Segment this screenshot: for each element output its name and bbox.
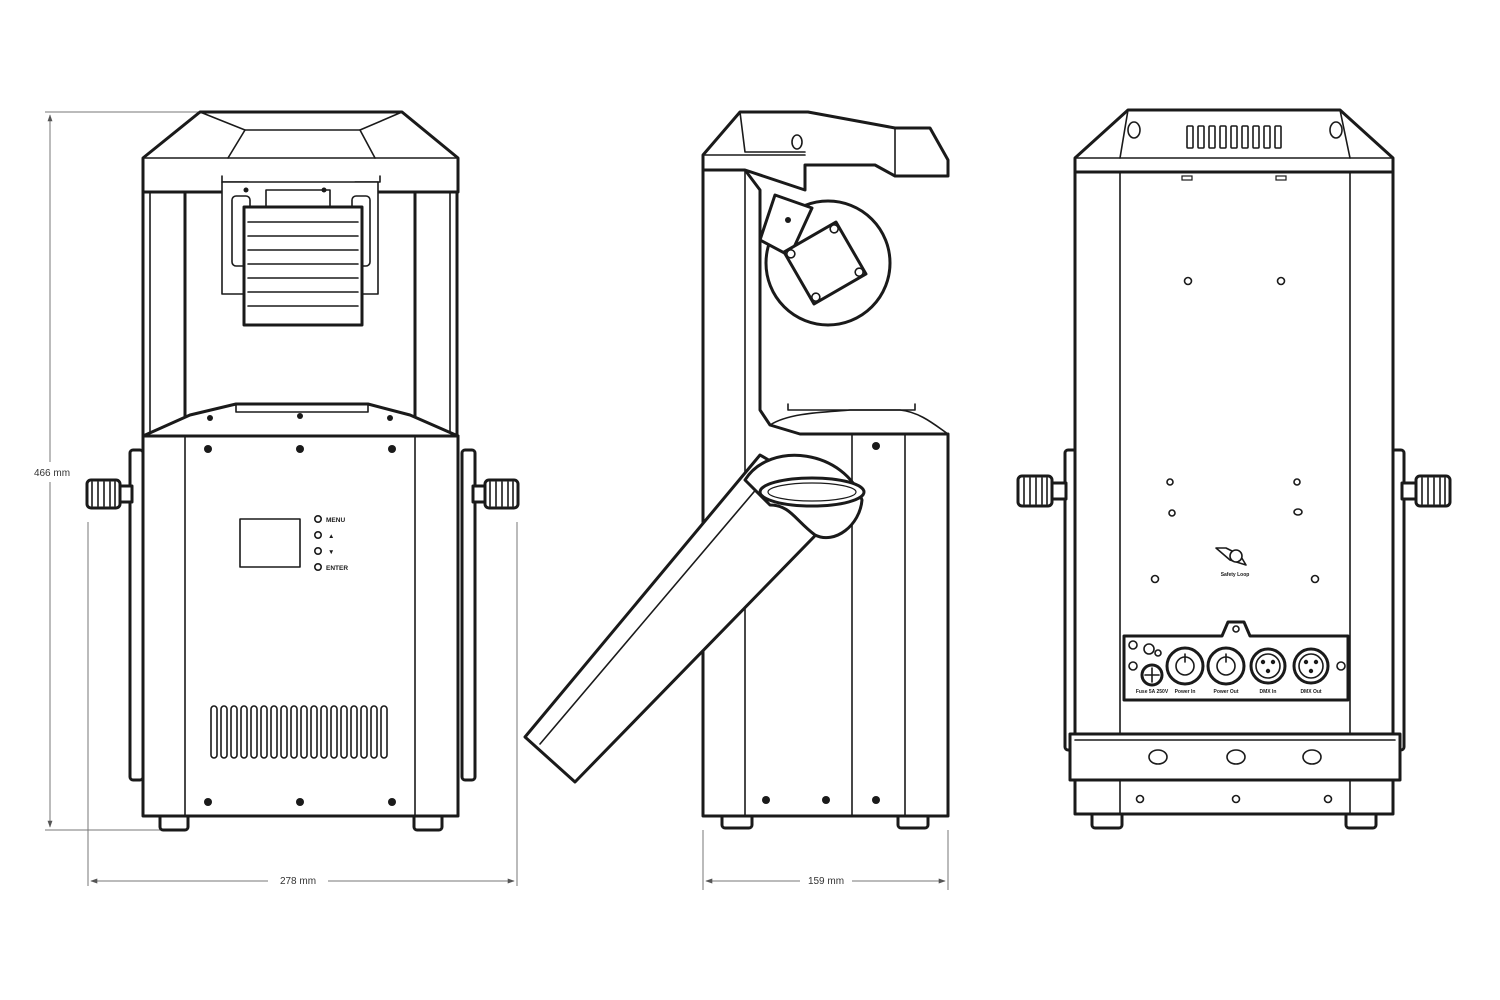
down-button[interactable] [313, 546, 322, 555]
dmx-out-label: DMX Out [1300, 689, 1321, 695]
up-button[interactable] [313, 530, 322, 539]
side-view [523, 110, 950, 830]
enter-button[interactable] [313, 562, 322, 571]
front-view: MENU ▲ ▼ ENTER [85, 110, 520, 832]
rear-left-knob [1016, 474, 1068, 508]
power-out-label: Power Out [1213, 689, 1238, 695]
vent-grille [210, 705, 388, 759]
depth-dimension-label: 159 mm [808, 876, 844, 887]
fuse-label: Fuse 5A 250V [1136, 689, 1169, 695]
dimension-lines: 466 mm 278 mm 159 mm [34, 111, 949, 890]
lcd-display [239, 518, 301, 568]
mirror-heatsink [242, 205, 364, 327]
left-knob [85, 478, 134, 510]
dmx-in-label: DMX In [1260, 689, 1277, 695]
power-in-connector[interactable] [1165, 646, 1205, 686]
safety-loop: Safety Loop [1215, 547, 1250, 578]
enter-label: ENTER [326, 565, 348, 572]
rear-right-knob [1400, 474, 1452, 508]
up-label: ▲ [328, 533, 334, 540]
yoke-knob-handle [758, 476, 866, 508]
control-buttons: MENU ▲ ▼ ENTER [313, 514, 348, 572]
right-knob [471, 478, 520, 510]
power-in-label: Power In [1175, 689, 1196, 695]
down-label: ▼ [328, 549, 334, 556]
menu-button[interactable] [313, 514, 322, 523]
yoke-arm [523, 453, 866, 784]
rear-panel-holes [1150, 276, 1320, 584]
menu-label: MENU [326, 517, 345, 524]
width-dimension-label: 278 mm [280, 876, 316, 887]
rear-view: Safety Loop [1016, 108, 1452, 830]
top-vent-slots [1186, 125, 1282, 149]
safety-loop-label: Safety Loop [1221, 572, 1250, 578]
connector-panel: Fuse 5A 250V Power In Power Out DMX In D… [1122, 620, 1350, 702]
power-out-connector[interactable] [1206, 646, 1246, 686]
height-dimension-label: 466 mm [34, 468, 70, 479]
